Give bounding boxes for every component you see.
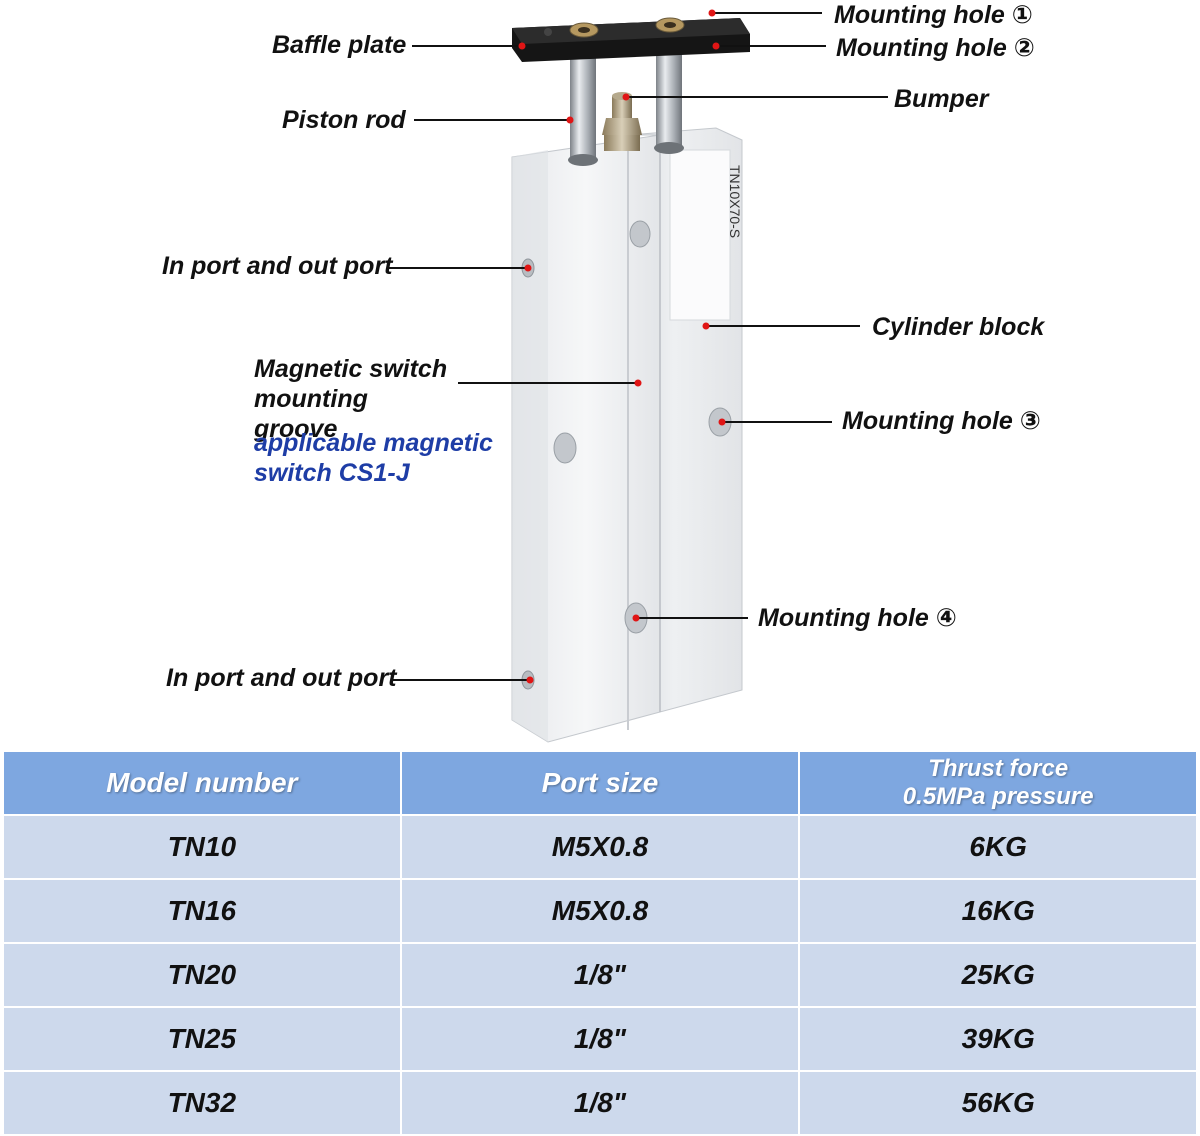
table-row: TN32 1/8" 56KG <box>2 1070 1198 1136</box>
label-baffle-plate: Baffle plate <box>272 31 407 59</box>
cell-thrust: 39KG <box>798 1006 1198 1072</box>
bumper-part <box>602 92 642 151</box>
cylinder-diagram: TN10X70-S <box>162 1 1045 743</box>
header-thrust-force: Thrust force 0.5MPa pressure <box>798 750 1198 816</box>
label-magnetic-switch-groove: Magnetic switch mounting groove <box>254 355 448 443</box>
cell-thrust: 25KG <box>798 942 1198 1008</box>
label-port-lower: In port and out port <box>166 664 397 692</box>
spec-table: Model number Port size Thrust force 0.5M… <box>2 750 1198 1136</box>
header-model-number: Model number <box>2 750 402 816</box>
cell-thrust: 56KG <box>798 1070 1198 1136</box>
cell-model: TN32 <box>2 1070 402 1136</box>
label-piston-rod: Piston rod <box>282 106 406 134</box>
cell-port: 1/8" <box>399 1070 801 1136</box>
label-mounting-hole-4: Mounting hole ④ <box>758 604 957 632</box>
cell-port: 1/8" <box>399 942 801 1008</box>
header-thrust-line1: Thrust force <box>928 755 1069 782</box>
table-row: TN25 1/8" 39KG <box>2 1006 1198 1072</box>
label-cylinder-block: Cylinder block <box>872 313 1045 341</box>
leader-lines <box>388 12 888 681</box>
marker-dots <box>518 9 726 684</box>
cylinder-illustration: TN10X70-S <box>388 9 888 743</box>
table-row: TN20 1/8" 25KG <box>2 942 1198 1008</box>
cylinder-body: TN10X70-S <box>511 127 743 743</box>
label-mounting-hole-3: Mounting hole ③ <box>842 407 1041 435</box>
piston-rods <box>568 52 684 166</box>
header-thrust-line2: 0.5MPa pressure <box>902 783 1094 810</box>
cell-model: TN25 <box>2 1006 402 1072</box>
label-applicable-switch: applicable magnetic switch CS1-J <box>254 429 493 487</box>
cell-port: M5X0.8 <box>399 878 801 944</box>
cell-port: 1/8" <box>399 1006 801 1072</box>
model-stamp: TN10X70-S <box>727 165 743 238</box>
header-port-size: Port size <box>399 750 801 816</box>
table-header-row: Model number Port size Thrust force 0.5M… <box>2 750 1198 816</box>
cell-model: TN16 <box>2 878 402 944</box>
table-row: TN10 M5X0.8 6KG <box>2 814 1198 880</box>
cell-thrust: 6KG <box>798 814 1198 880</box>
label-bumper: Bumper <box>894 85 989 113</box>
label-mounting-hole-1: Mounting hole ① <box>834 1 1033 29</box>
label-mounting-hole-2: Mounting hole ② <box>836 34 1035 62</box>
cell-port: M5X0.8 <box>399 814 801 880</box>
cell-model: TN20 <box>2 942 402 1008</box>
table-row: TN16 M5X0.8 16KG <box>2 878 1198 944</box>
baffle-plate <box>512 17 750 62</box>
label-port-upper: In port and out port <box>162 252 393 280</box>
cell-model: TN10 <box>2 814 402 880</box>
cell-thrust: 16KG <box>798 878 1198 944</box>
